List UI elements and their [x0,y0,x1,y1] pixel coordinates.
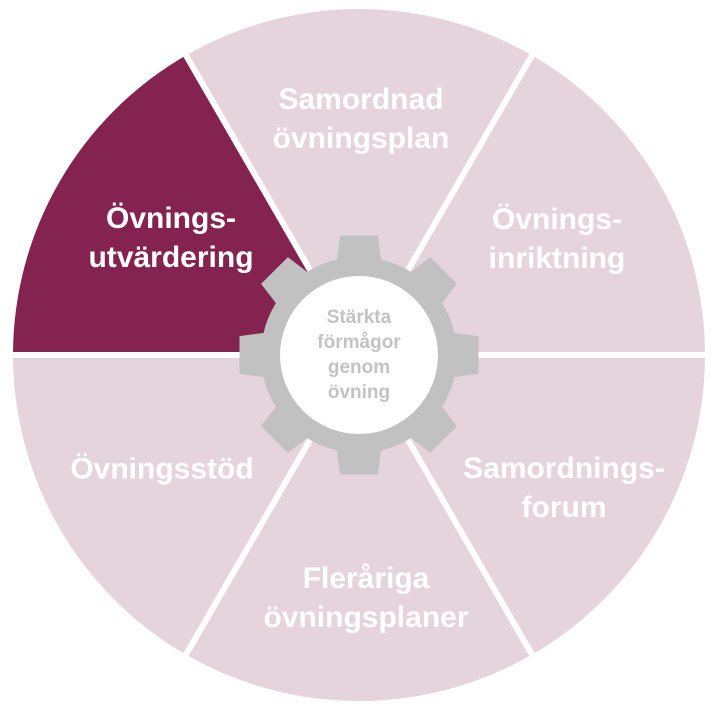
segment-label-flerariga-ovningsplaner: Fleråriga övningsplaner [263,562,469,634]
segment-samordnad-ovningsplan [186,9,532,355]
segment-flerariga-ovningsplaner [186,355,532,701]
segment-label-ovningsstod: Övningsstöd [70,452,254,486]
hub-circle [280,276,438,434]
segment-label-samordnad-ovningsplan: Samordnad övningsplan [272,83,450,155]
hub-label: Stärkta förmågor genom övning [317,307,401,403]
segment-label-ovningsinriktning: Övnings- inriktning [488,203,626,275]
segment-label-samordningsforum: Samordnings- forum [463,452,665,524]
segment-label-ovningsutvardering: Övnings- utvärdering [88,202,254,274]
